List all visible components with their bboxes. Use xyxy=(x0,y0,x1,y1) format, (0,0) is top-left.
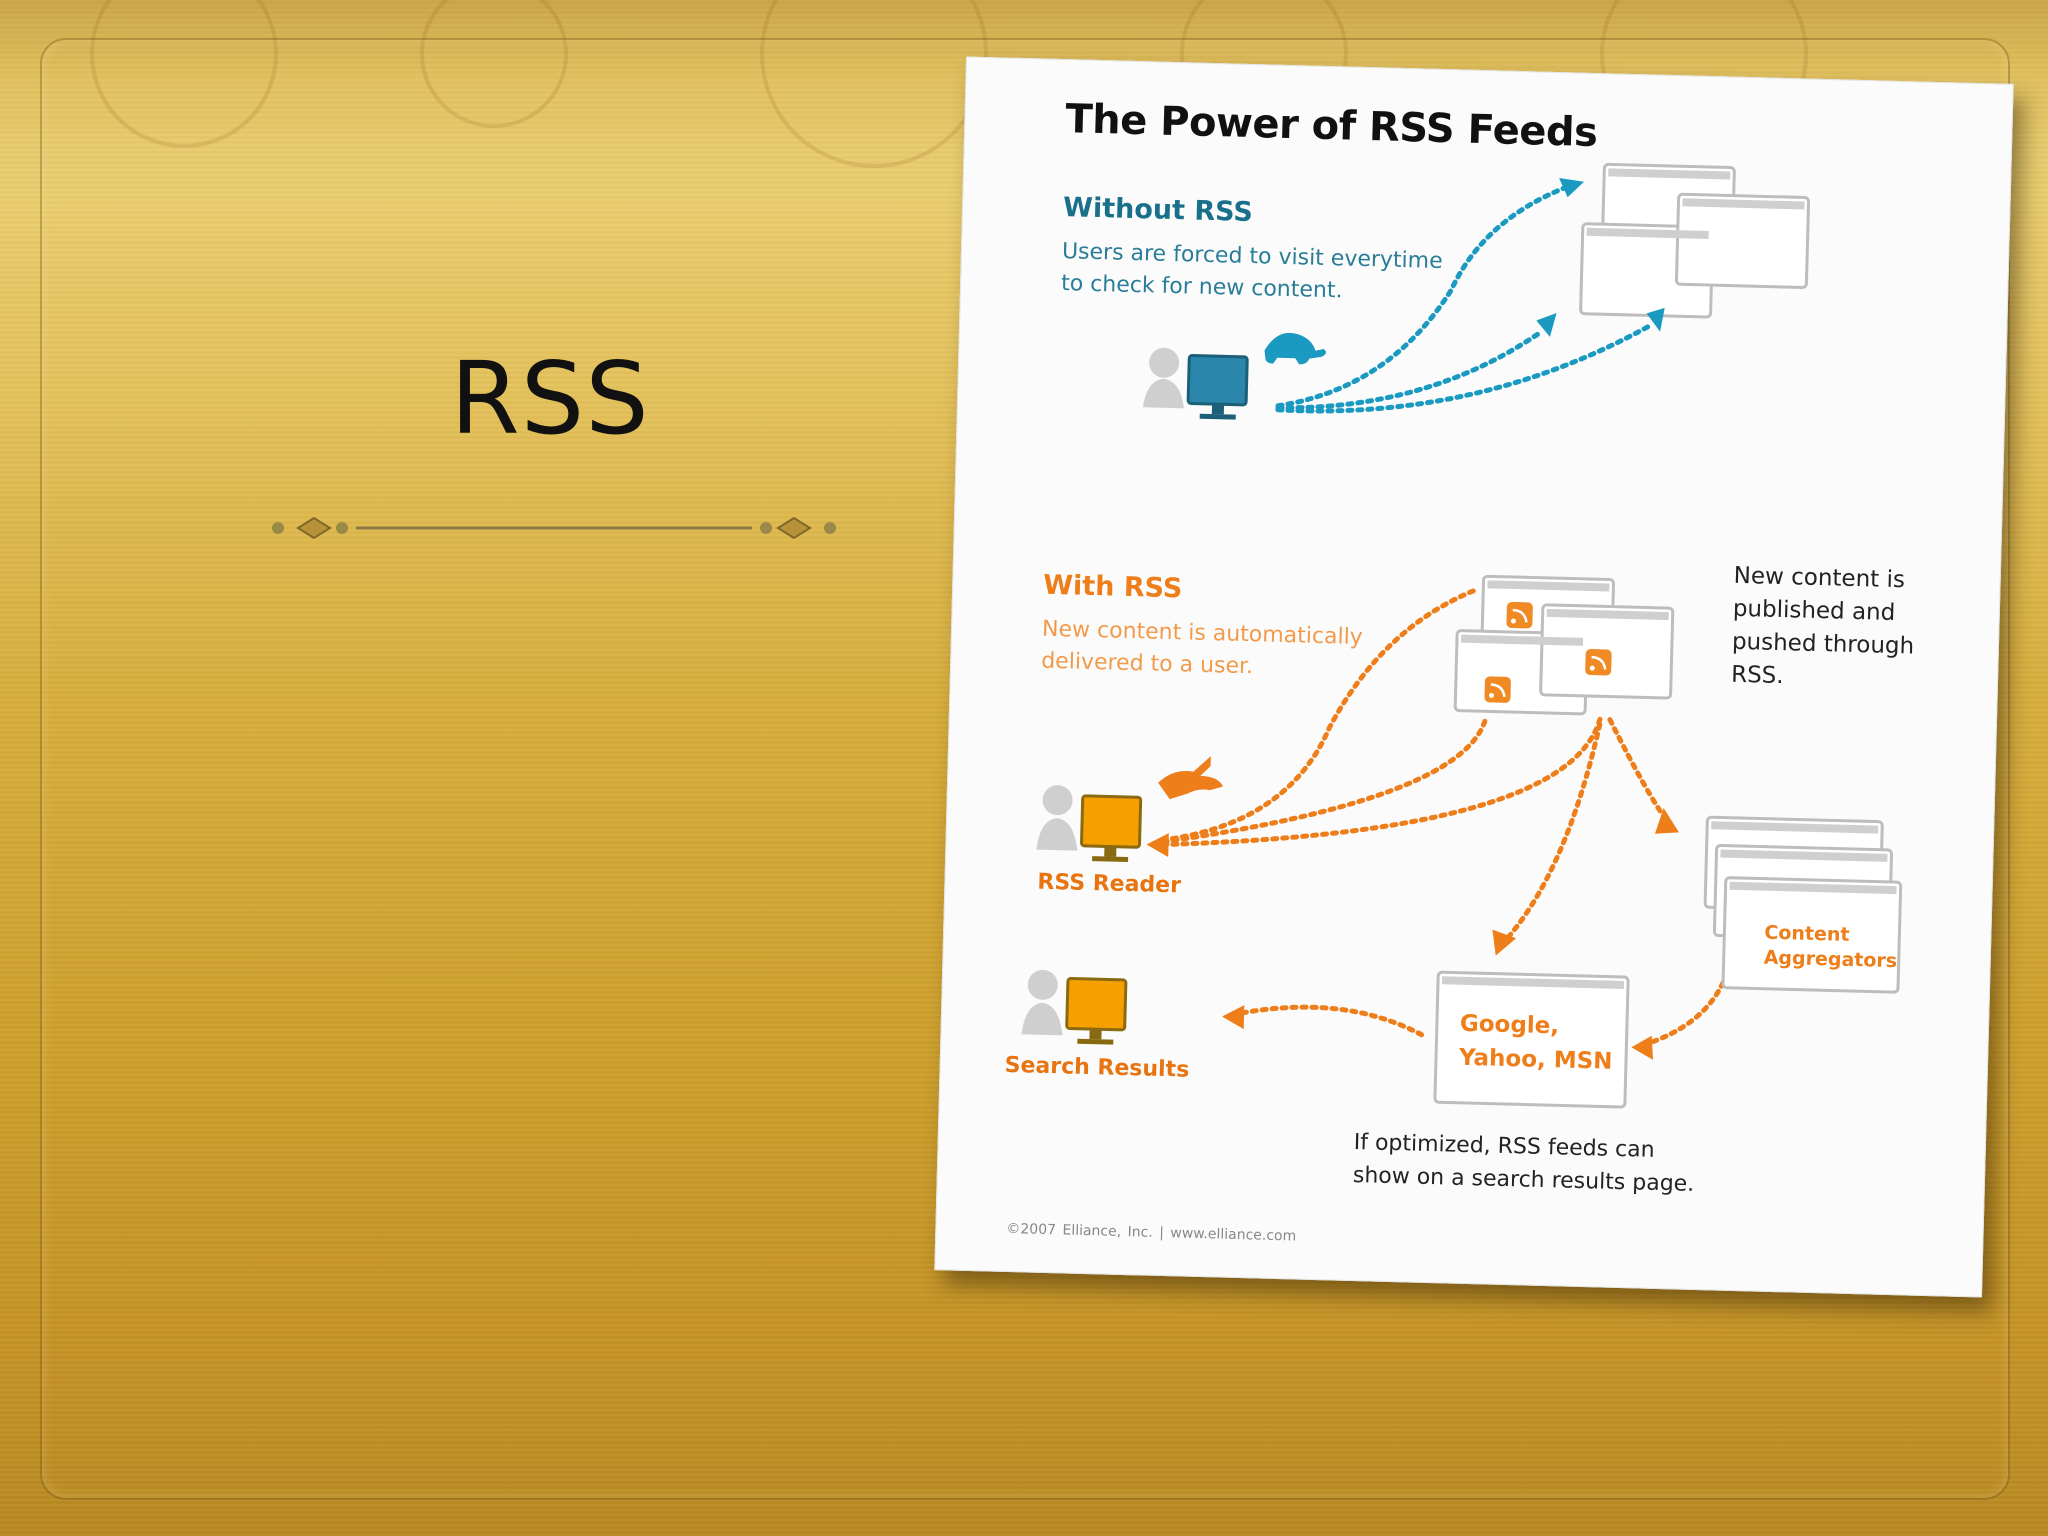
rss-infographic: The Power of RSS Feeds Without RSS Users… xyxy=(934,56,2014,1298)
search-engines-label: Google, Yahoo, MSN xyxy=(1458,1010,1613,1075)
rss-feed-icon xyxy=(1484,601,1612,703)
turtle-icon xyxy=(1264,332,1326,365)
infographic-graphics xyxy=(1021,162,1903,1109)
slide-frame xyxy=(40,38,2010,1500)
user-icon xyxy=(1142,347,1184,409)
content-aggregators-label: Content Aggregators xyxy=(1763,921,1898,973)
search-results-label: Search Results xyxy=(1004,1052,1190,1083)
rss-reader-label: RSS Reader xyxy=(1037,869,1182,899)
pushed-through-rss-text: New content is published and pushed thro… xyxy=(1730,562,1915,690)
with-rss-description: New content is automatically delivered t… xyxy=(1040,616,1364,680)
monitor-icon xyxy=(1186,354,1249,420)
divider-ornament xyxy=(272,516,836,540)
without-rss-description: Users are forced to visit everytime to c… xyxy=(1060,239,1443,304)
rabbit-icon xyxy=(1158,756,1224,800)
with-rss-heading: With RSS xyxy=(1042,569,1183,605)
slide-title: RSS xyxy=(450,340,650,457)
browser-window-icon xyxy=(1579,162,1811,319)
optimized-note: If optimized, RSS feeds can show on a se… xyxy=(1352,1130,1695,1197)
without-rss-heading: Without RSS xyxy=(1062,192,1254,229)
